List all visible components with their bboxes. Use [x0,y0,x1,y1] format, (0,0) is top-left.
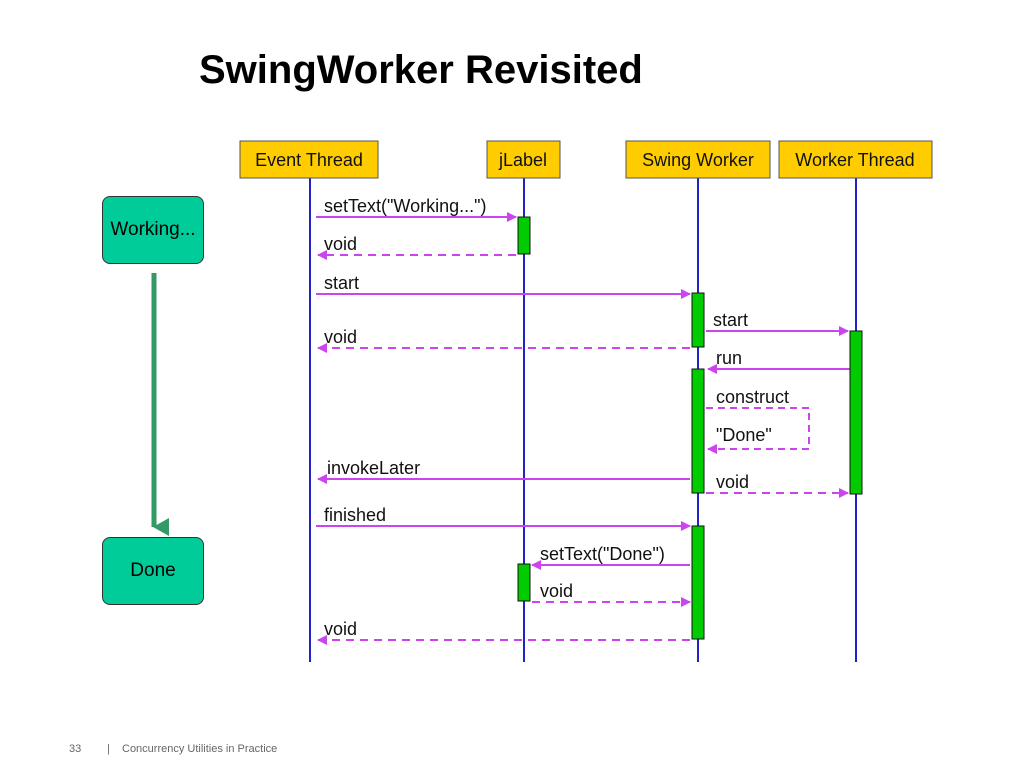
footer-text: Concurrency Utilities in Practice [122,743,278,755]
activation-bar [517,216,531,255]
message-label: setText("Done") [540,544,665,564]
message-label: void [540,581,573,601]
message-label: invokeLater [327,458,420,478]
lane-label-swing-worker: Swing Worker [642,150,754,170]
activation-bar [691,368,705,494]
state-working-box: Working... [102,196,204,264]
message-label: void [324,234,357,254]
lane-label-event-thread: Event Thread [255,150,363,170]
message-label: void [716,472,749,492]
state-done-box: Done [102,537,204,605]
lane-header-jlabel: jLabel [486,140,561,179]
lane-header-worker-thread: Worker Thread [778,140,933,179]
message-label: construct [716,387,789,407]
lane-label-worker-thread: Worker Thread [795,150,914,170]
lane-header-event-thread: Event Thread [239,140,379,179]
message-label: start [324,273,359,293]
activation-bar [849,330,863,495]
message-label: run [716,348,742,368]
page-number: 33 [69,743,82,755]
message-label: setText("Working...") [324,196,486,216]
slide-title: SwingWorker Revisited [199,48,643,92]
self-call-arrow [706,407,810,454]
message-label: "Done" [716,425,772,445]
message-label: void [324,619,357,639]
message-label: finished [324,505,386,525]
activation-bar [517,563,531,602]
footer-separator: | [107,743,110,755]
message-label: void [324,327,357,347]
lane-header-swing-worker: Swing Worker [625,140,771,179]
activation-bar [691,292,705,348]
activation-bar [691,525,705,640]
lane-label-jlabel: jLabel [498,150,547,170]
message-label: start [713,310,748,330]
